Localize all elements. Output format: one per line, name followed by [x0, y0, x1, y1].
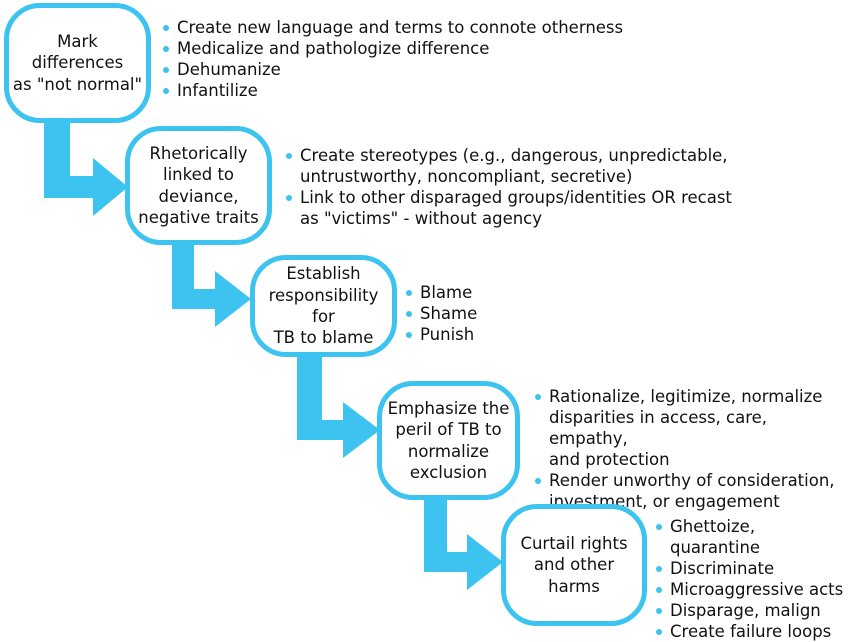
step-box-establish-responsibility: Establish responsibility for TB to blame	[250, 255, 397, 357]
bullet-item: Link to other disparaged groups/identiti…	[286, 187, 846, 229]
bullet-item: Disparage, malign	[656, 600, 846, 621]
bullet-item: Create failure loops	[656, 621, 846, 642]
step-box-curtail-rights: Curtail rights and other harms	[501, 504, 647, 626]
bullet-item: Create stereotypes (e.g., dangerous, unp…	[286, 145, 846, 187]
step-box-mark-differences: Mark differences as "not normal"	[4, 3, 151, 123]
bullet-item: Shame	[406, 303, 606, 324]
step-bullets-emphasize-peril: Rationalize, legitimize, normalize dispa…	[535, 386, 845, 512]
step-label: Emphasize the peril of TB to normalize e…	[387, 398, 510, 482]
bullet-item: Infantilize	[163, 80, 823, 101]
step-bullets-establish-responsibility: Blame Shame Punish	[406, 282, 606, 345]
step-label: Curtail rights and other harms	[520, 533, 628, 596]
arrow-step4-to-step5	[424, 500, 503, 590]
step-label: Establish responsibility for TB to blame	[268, 264, 379, 348]
step-box-emphasize-peril: Emphasize the peril of TB to normalize e…	[377, 381, 520, 500]
bullet-item: Punish	[406, 324, 606, 345]
bullet-item: Discriminate	[656, 558, 846, 579]
arrow-step2-to-step3	[172, 245, 251, 327]
bullet-item: Ghettoize, quarantine	[656, 516, 846, 558]
step-label: Mark differences as "not normal"	[12, 31, 143, 94]
bullet-item: Microaggressive acts	[656, 579, 846, 600]
step-bullets-mark-differences: Create new language and terms to connote…	[163, 17, 823, 101]
bullet-item: Create new language and terms to connote…	[163, 17, 823, 38]
step-bullets-curtail-rights: Ghettoize, quarantine Discriminate Micro…	[656, 516, 846, 642]
bullet-item: Medicalize and pathologize difference	[163, 38, 823, 59]
step-box-rhetorically-linked: Rhetorically linked to deviance, negativ…	[125, 126, 272, 245]
arrow-step1-to-step2	[44, 123, 128, 216]
bullet-item: Rationalize, legitimize, normalize dispa…	[535, 386, 845, 470]
arrow-step3-to-step4	[297, 357, 380, 458]
bullet-item: Dehumanize	[163, 59, 823, 80]
step-bullets-rhetorically-linked: Create stereotypes (e.g., dangerous, unp…	[286, 145, 846, 229]
bullet-item: Blame	[406, 282, 606, 303]
step-label: Rhetorically linked to deviance, negativ…	[138, 143, 259, 227]
